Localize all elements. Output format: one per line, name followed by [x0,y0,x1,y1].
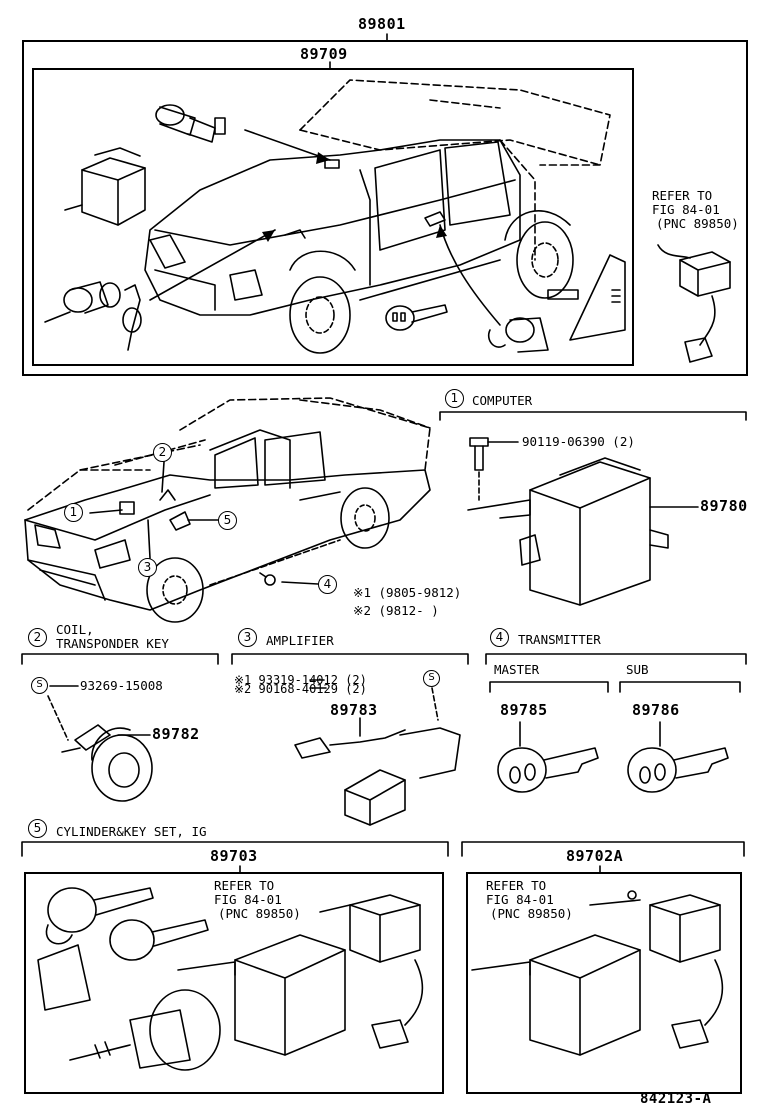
cylinder-left-part: 89703 [210,847,258,865]
cylinder-left-refer-2: FIG 84-01 [214,892,282,907]
computer-module [467,457,699,606]
refer-line-1: REFER TO [652,188,713,203]
coil-screw-part: 93269-15008 [80,678,163,693]
bottom-left-module [177,894,424,1056]
assembly-box-89709 [32,68,634,366]
sub-part-number: 89786 [632,701,680,719]
coil-part-number: 89782 [152,725,200,743]
sub-label: SUB [626,662,649,677]
top-key [385,304,448,331]
amplifier-part [294,679,461,826]
sub-key [627,721,729,793]
cylinder-right-refer-3: (PNC 89850) [490,906,573,921]
callout-4: 4 [318,575,337,594]
part-number-89709: 89709 [300,45,348,63]
cylinder-index: 5 [28,819,47,838]
master-bracket [489,681,609,693]
master-part-number: 89785 [500,701,548,719]
transmitter-bracket [485,653,747,665]
note-1: ※1 (9805-9812) [353,585,462,600]
bottom-right-module [471,890,724,1056]
bottom-left-ignition [69,989,221,1071]
door-lock-part [324,159,340,169]
callout-2: 2 [153,443,172,462]
top-vehicle-outline [299,79,611,261]
cylinder-left-refer-3: (PNC 89850) [218,906,301,921]
bottom-left-keys [37,887,209,1011]
cylinder-title: CYLINDER&KEY SET, IG [56,824,207,839]
top-bracket [547,254,626,341]
door-handle-part [424,211,446,227]
top-vehicle-body [144,139,574,354]
amplifier-part-number: 89783 [330,701,378,719]
amplifier-screw-1: ※1 93319-14012 (2) [234,673,367,687]
top-arrowheads [262,152,447,242]
transmitter-title: TRANSMITTER [518,632,601,647]
amplifier-index: 3 [238,628,257,647]
computer-part-number: 89780 [700,497,748,515]
amplifier-screw-2: ※2 90168-40129 (2) [234,682,367,696]
computer-bolt-part: 90119-06390 (2) [522,434,635,449]
cylinder-left-refer-1: REFER TO [214,878,275,893]
coil-title-1: COIL, [56,622,94,637]
coil-bracket [21,653,219,665]
assembly-box-89703 [24,872,444,1094]
master-label: MASTER [494,662,540,677]
top-ignition-set [44,281,142,351]
computer-bracket [439,411,747,421]
middle-callout-leaders [89,461,319,586]
part-number-89801: 89801 [358,15,406,33]
callout-1: 1 [64,503,83,522]
cylinder-right-part: 89702A [566,847,624,865]
note-2: ※2 (9812- ) [353,603,439,618]
master-key [497,721,599,793]
assembly-box-89702a [466,872,742,1094]
top-right-module [657,244,731,363]
refer-line-3: (PNC 89850) [656,216,739,231]
ignition-part [284,229,306,239]
top-door-cylinder [487,317,549,353]
coil-screw-symbol: S [31,677,48,694]
cylinder-right-refer-1: REFER TO [486,878,547,893]
diagram-code: 842123-A [640,1091,712,1107]
computer-bolt [469,437,519,471]
transmitter-index: 4 [490,628,509,647]
callout-3: 3 [138,558,157,577]
amplifier-screw-symbol: S [423,670,440,687]
top-computer-module [64,147,146,226]
assembly-box-89801 [22,40,748,376]
coil-index: 2 [28,628,47,647]
middle-vehicle-outline [27,397,431,511]
top-lock-cylinder [155,104,226,143]
computer-title: COMPUTER [472,393,533,408]
coil-part [47,685,153,802]
cylinder-right-refer-2: FIG 84-01 [486,892,554,907]
computer-index: 1 [445,389,464,408]
amplifier-title: AMPLIFIER [266,633,334,648]
cylinder-right-bracket [461,841,745,857]
sub-bracket [619,681,741,693]
cylinder-left-bracket [21,841,449,857]
callout-5: 5 [218,511,237,530]
amplifier-bracket [231,653,469,665]
coil-title-2: TRANSPONDER KEY [56,636,169,651]
middle-vehicle-body [24,429,431,623]
refer-line-2: FIG 84-01 [652,202,720,217]
